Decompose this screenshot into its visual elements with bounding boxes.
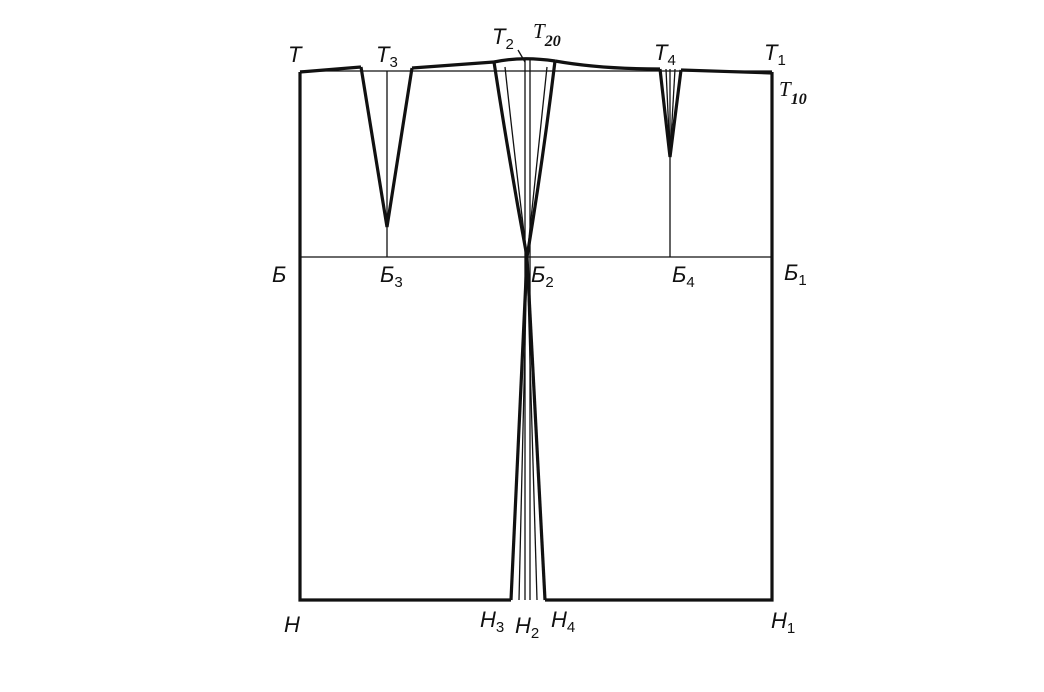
label-h1: Н1 <box>771 608 795 637</box>
label-t1: Т1 <box>764 40 786 69</box>
label-b2: Б2 <box>531 262 554 291</box>
hem-flare-left <box>509 256 529 601</box>
right-panel-hem-and-side <box>545 72 774 602</box>
label-t10: Т10 <box>779 77 807 108</box>
dart-t4-legs <box>658 68 683 158</box>
label-t: Т <box>288 42 303 67</box>
waist-segment-2 <box>411 60 495 70</box>
label-t20: Т20 <box>533 19 561 50</box>
label-t4: Т4 <box>654 40 676 69</box>
hem-flare-right <box>525 256 547 601</box>
waist-segment-4 <box>680 68 773 75</box>
dart-t3-legs <box>359 66 414 228</box>
label-h: Н <box>284 612 300 637</box>
side-seam-inner-left <box>504 66 528 258</box>
label-b4: Б4 <box>672 262 695 291</box>
label-h4: Н4 <box>551 607 575 636</box>
label-h3: Н3 <box>480 607 504 636</box>
label-b: Б <box>272 262 286 287</box>
left-panel-side-and-hem <box>298 72 511 602</box>
label-t3: Т3 <box>376 42 398 71</box>
waist-segment-3 <box>554 59 661 71</box>
label-h2: Н2 <box>515 613 539 642</box>
waist-top-at-side <box>493 57 556 64</box>
label-t2: Т2 <box>492 24 514 53</box>
side-seam-left <box>492 61 529 258</box>
side-seam-right <box>525 60 557 258</box>
label-b3: Б3 <box>380 262 403 291</box>
waist-segment-1 <box>299 65 362 74</box>
label-b1: Б1 <box>784 260 807 289</box>
